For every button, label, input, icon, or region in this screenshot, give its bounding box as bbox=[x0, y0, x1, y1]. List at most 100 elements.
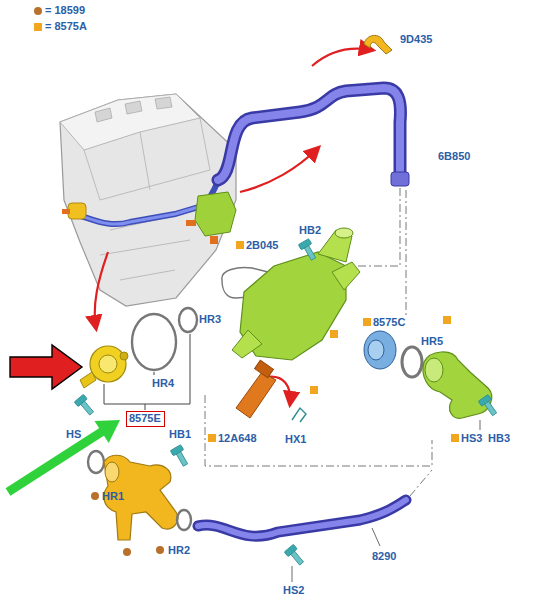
callout-number: 9D435 bbox=[400, 33, 432, 46]
legend-entry: = 8575A bbox=[34, 20, 87, 33]
callout-number: HR2 bbox=[168, 544, 190, 557]
legend-text: = 18599 bbox=[45, 4, 85, 17]
engine-block bbox=[78, 205, 205, 224]
o-ring bbox=[402, 347, 422, 377]
thermostat-housing bbox=[310, 386, 318, 394]
callout-number: HB3 bbox=[488, 432, 510, 445]
callout-number: HS2 bbox=[283, 584, 304, 597]
temperature-sensor bbox=[236, 372, 276, 418]
callout-number: 8290 bbox=[372, 550, 396, 563]
reference-markers bbox=[363, 318, 371, 326]
thermostat-housing bbox=[232, 330, 262, 358]
dash-dot-guides bbox=[410, 470, 432, 496]
callout-number: HB1 bbox=[169, 428, 191, 441]
thermostat bbox=[364, 331, 396, 369]
pointer-arrow bbox=[10, 345, 82, 389]
coolant-outlet bbox=[423, 352, 492, 418]
water-outlet bbox=[90, 346, 126, 382]
callout-number: HR1 bbox=[102, 490, 124, 503]
coolant-connector bbox=[105, 462, 119, 482]
group-bracket bbox=[104, 334, 190, 410]
thermostat-housing bbox=[332, 262, 360, 290]
part-number-box: 8575E bbox=[126, 411, 165, 427]
temperature-sensor bbox=[236, 360, 276, 418]
bolts bbox=[284, 544, 306, 567]
callout-number: HR5 bbox=[421, 335, 443, 348]
pointer-arrow bbox=[95, 420, 121, 443]
engine-block bbox=[62, 209, 70, 214]
legend-swatch bbox=[34, 7, 42, 15]
lower-hose bbox=[198, 500, 406, 536]
engine-block bbox=[60, 94, 236, 306]
reference-markers bbox=[156, 546, 164, 554]
thermostat bbox=[364, 331, 396, 369]
o-ring bbox=[179, 308, 197, 332]
dash-dot-guides bbox=[205, 188, 432, 496]
direction-arrows bbox=[240, 148, 318, 192]
bolts bbox=[170, 445, 190, 468]
o-ring bbox=[177, 510, 191, 530]
o-ring bbox=[88, 451, 104, 473]
coolant-outlet bbox=[423, 352, 492, 418]
thermostat-housing bbox=[330, 330, 338, 338]
dash-dot-guides bbox=[406, 190, 407, 318]
direction-arrows bbox=[312, 49, 372, 66]
legend-text: = 8575A bbox=[45, 20, 87, 33]
part-number: 8575E bbox=[129, 412, 162, 425]
callout-number: HR3 bbox=[199, 313, 221, 326]
dash-dot-guides bbox=[340, 188, 400, 266]
lower-hose bbox=[198, 500, 406, 536]
engine-block bbox=[195, 192, 236, 236]
retaining-clip bbox=[292, 408, 306, 422]
callout-number: 12A648 bbox=[218, 432, 257, 445]
bolts bbox=[298, 239, 318, 262]
callout-number: 6B850 bbox=[438, 150, 470, 163]
callout-number: HS3 bbox=[461, 432, 482, 445]
reference-markers bbox=[91, 241, 459, 556]
callout-number: HX1 bbox=[285, 433, 306, 446]
reference-markers bbox=[123, 548, 131, 556]
callout-number: HS bbox=[66, 428, 81, 441]
upper-hose bbox=[218, 88, 409, 186]
engine-block bbox=[95, 97, 172, 122]
upper-hose bbox=[218, 88, 400, 180]
callout-number: HR4 bbox=[152, 377, 174, 390]
coolant-outlet bbox=[425, 358, 443, 382]
o-ring bbox=[132, 314, 176, 370]
bolts bbox=[74, 239, 499, 568]
engine-block bbox=[68, 203, 86, 219]
callout-number: 8575C bbox=[373, 316, 405, 329]
thermostat bbox=[368, 340, 384, 360]
pointer-arrow bbox=[8, 420, 120, 492]
engine-block bbox=[60, 94, 200, 150]
legend-entry: = 18599 bbox=[34, 4, 85, 17]
direction-arrows bbox=[95, 252, 108, 328]
reference-markers bbox=[91, 492, 99, 500]
engine-block bbox=[60, 94, 236, 306]
thermostat-housing bbox=[232, 228, 360, 394]
hose-clamp bbox=[364, 35, 392, 54]
reference-markers bbox=[443, 316, 451, 324]
bolts bbox=[478, 394, 499, 417]
upper-hose bbox=[391, 172, 409, 186]
reference-markers bbox=[208, 434, 216, 442]
water-outlet bbox=[80, 372, 96, 388]
reference-markers bbox=[236, 241, 244, 249]
callout-number: HB2 bbox=[299, 224, 321, 237]
engine-block bbox=[186, 220, 196, 226]
thermostat-housing bbox=[335, 228, 353, 238]
bolts bbox=[74, 394, 96, 417]
engine-block bbox=[84, 118, 210, 280]
water-outlet bbox=[99, 355, 117, 373]
water-outlet bbox=[80, 346, 128, 388]
engine-block bbox=[78, 205, 205, 224]
temperature-sensor bbox=[255, 360, 274, 377]
lower-hose bbox=[198, 500, 406, 536]
pointer-arrow bbox=[8, 431, 103, 492]
upper-hose bbox=[218, 88, 400, 180]
water-outlet bbox=[120, 352, 128, 360]
callout-number: 2B045 bbox=[246, 239, 278, 252]
